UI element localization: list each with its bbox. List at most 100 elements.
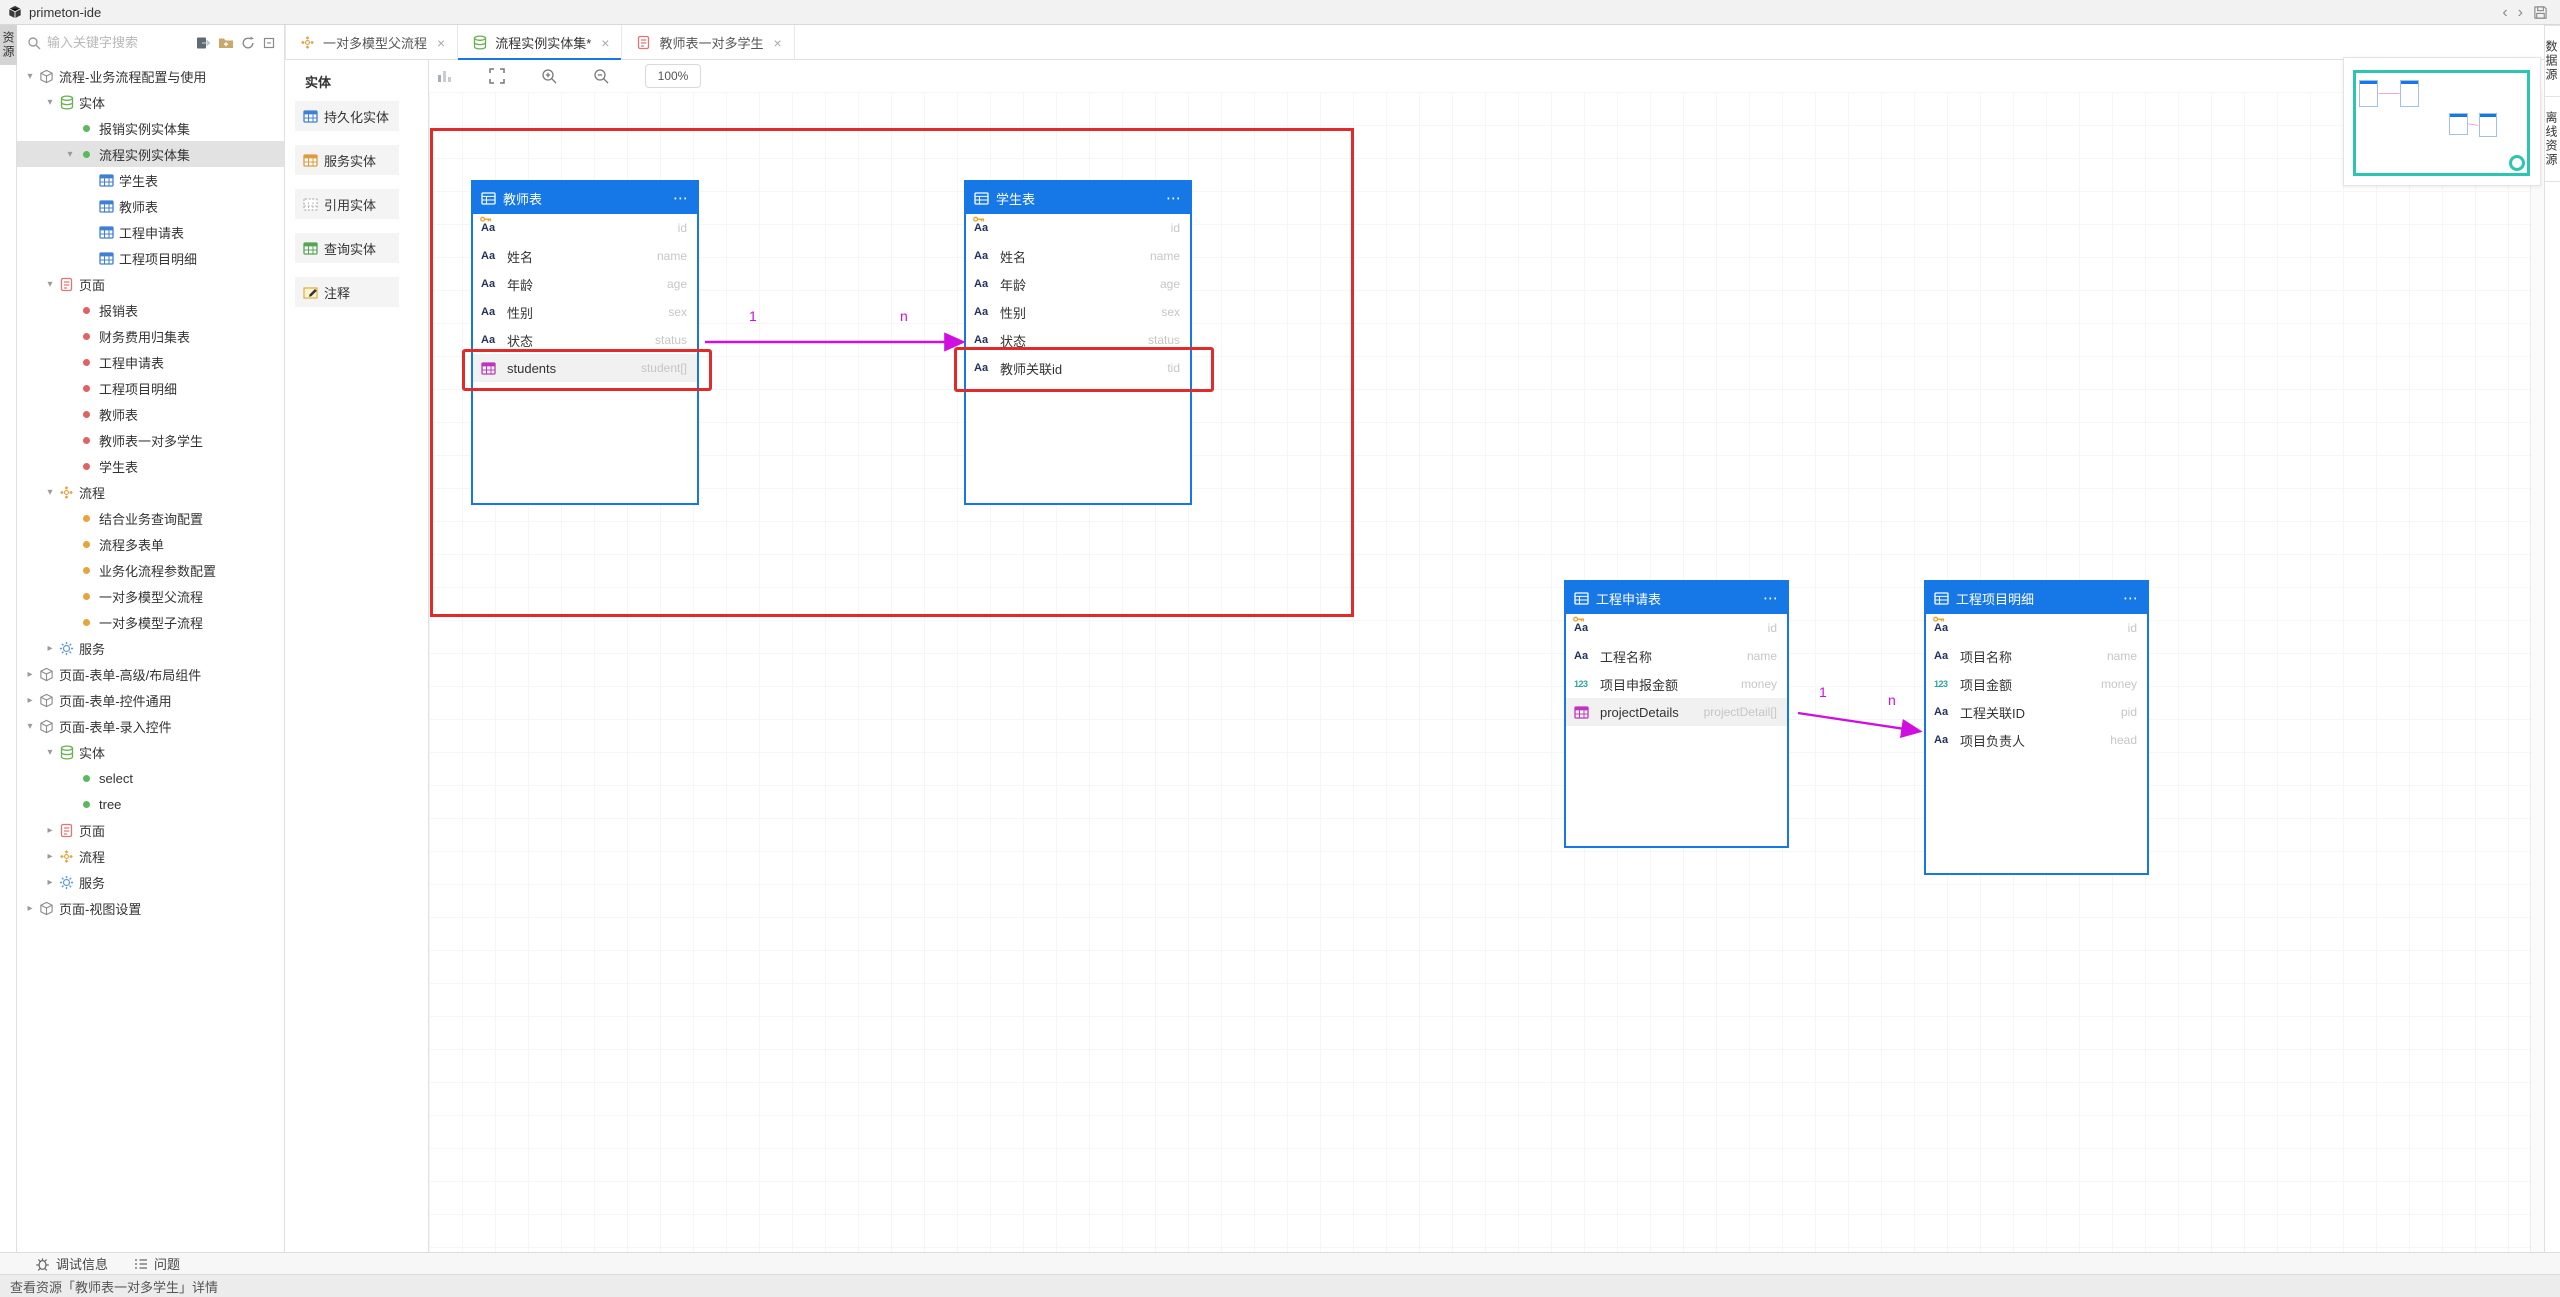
expander-closed-icon[interactable]: ▸ bbox=[47, 824, 53, 836]
tree-item[interactable]: ▸服务 bbox=[17, 869, 284, 895]
layout-chart-icon[interactable] bbox=[437, 69, 453, 83]
expander-open-icon[interactable]: ▾ bbox=[27, 70, 33, 82]
expander-open-icon[interactable]: ▾ bbox=[27, 720, 33, 732]
expander-closed-icon[interactable]: ▸ bbox=[47, 642, 53, 654]
tree-item[interactable]: ▸页面-表单-控件通用 bbox=[17, 687, 284, 713]
entity-menu-icon[interactable]: ⋯ bbox=[1763, 589, 1779, 607]
entity-menu-icon[interactable]: ⋯ bbox=[673, 189, 689, 207]
tree-item[interactable]: tree bbox=[17, 791, 284, 817]
tree-item[interactable]: 工程项目明细 bbox=[17, 375, 284, 401]
tree-item[interactable]: 教师表 bbox=[17, 193, 284, 219]
tree-item[interactable]: 工程申请表 bbox=[17, 349, 284, 375]
tree-item[interactable]: 一对多模型父流程 bbox=[17, 583, 284, 609]
editor-tab[interactable]: 流程实例实体集*× bbox=[458, 25, 623, 61]
zoom-out-icon[interactable] bbox=[593, 68, 609, 84]
tree-item[interactable]: ▾实体 bbox=[17, 89, 284, 115]
search-input[interactable] bbox=[47, 35, 190, 50]
tree-item[interactable]: ▾流程-业务流程配置与使用 bbox=[17, 63, 284, 89]
palette-item[interactable]: 注释 bbox=[295, 277, 399, 307]
tree-item[interactable]: 教师表一对多学生 bbox=[17, 427, 284, 453]
tree-item[interactable]: 流程多表单 bbox=[17, 531, 284, 557]
entity-header[interactable]: 教师表⋯ bbox=[473, 182, 697, 214]
nav-forward-icon[interactable]: › bbox=[2517, 3, 2523, 21]
minimap-panel[interactable] bbox=[2343, 57, 2541, 186]
tree-item[interactable]: 结合业务查询配置 bbox=[17, 505, 284, 531]
left-rail-tab[interactable]: 资源 bbox=[0, 25, 17, 65]
tree-item[interactable]: 学生表 bbox=[17, 167, 284, 193]
tree-item[interactable]: 财务费用归集表 bbox=[17, 323, 284, 349]
entity-header[interactable]: 学生表⋯ bbox=[966, 182, 1190, 214]
expander-closed-icon[interactable]: ▸ bbox=[27, 694, 33, 706]
import-icon[interactable] bbox=[196, 36, 211, 50]
tree-item[interactable]: 教师表 bbox=[17, 401, 284, 427]
expander-open-icon[interactable]: ▾ bbox=[67, 148, 73, 160]
expander-closed-icon[interactable]: ▸ bbox=[47, 876, 53, 888]
expander-closed-icon[interactable]: ▸ bbox=[47, 850, 53, 862]
expander-closed-icon[interactable]: ▸ bbox=[27, 668, 33, 680]
tree-item[interactable]: ▾实体 bbox=[17, 739, 284, 765]
editor-tab[interactable]: 教师表一对多学生× bbox=[622, 25, 795, 60]
right-rail-tab[interactable]: 离线资源 bbox=[2544, 97, 2560, 182]
tree-item[interactable]: ▸服务 bbox=[17, 635, 284, 661]
tree-item[interactable]: 工程项目明细 bbox=[17, 245, 284, 271]
entity-menu-icon[interactable]: ⋯ bbox=[1166, 189, 1182, 207]
expander-closed-icon[interactable]: ▸ bbox=[27, 902, 33, 914]
expander-open-icon[interactable]: ▾ bbox=[47, 486, 53, 498]
minimap-resize-handle[interactable] bbox=[2509, 155, 2525, 171]
entity-header[interactable]: 工程申请表⋯ bbox=[1566, 582, 1787, 614]
right-rail-tab[interactable]: 数据源 bbox=[2544, 25, 2560, 97]
save-icon[interactable] bbox=[2533, 5, 2548, 20]
tree-item[interactable]: ▾流程 bbox=[17, 479, 284, 505]
tree-item[interactable]: 一对多模型子流程 bbox=[17, 609, 284, 635]
palette-item[interactable]: 服务实体 bbox=[295, 145, 399, 175]
editor-tab[interactable]: 一对多模型父流程× bbox=[285, 25, 459, 60]
tree-item[interactable]: ▸页面-视图设置 bbox=[17, 895, 284, 921]
refresh-icon[interactable] bbox=[241, 35, 255, 50]
tree-item[interactable]: ▾页面 bbox=[17, 271, 284, 297]
expander-open-icon[interactable]: ▾ bbox=[47, 96, 53, 108]
zoom-in-icon[interactable] bbox=[541, 68, 557, 84]
tree-item[interactable]: 学生表 bbox=[17, 453, 284, 479]
tree-item[interactable]: ▸流程 bbox=[17, 843, 284, 869]
expander-open-icon[interactable]: ▾ bbox=[47, 746, 53, 758]
bottom-panel-item[interactable]: 问题 bbox=[134, 1254, 180, 1273]
tab-close-icon[interactable]: × bbox=[773, 34, 782, 51]
tree-item[interactable]: ▾流程实例实体集 bbox=[17, 141, 284, 167]
entity-menu-icon[interactable]: ⋯ bbox=[2123, 589, 2139, 607]
tree-item[interactable]: 工程申请表 bbox=[17, 219, 284, 245]
entity-header[interactable]: 工程项目明细⋯ bbox=[1926, 582, 2147, 614]
tree-item[interactable]: ▸页面-表单-高级/布局组件 bbox=[17, 661, 284, 687]
fit-view-icon[interactable] bbox=[489, 68, 505, 84]
zoom-level-button[interactable]: 100% bbox=[645, 64, 701, 88]
bottom-panel-item[interactable]: 调试信息 bbox=[35, 1254, 108, 1273]
nav-back-icon[interactable]: ‹ bbox=[2502, 3, 2508, 21]
tab-close-icon[interactable]: × bbox=[437, 34, 446, 51]
tree-item[interactable]: 报销表 bbox=[17, 297, 284, 323]
expander-open-icon[interactable]: ▾ bbox=[47, 278, 53, 290]
tree-item[interactable]: 报销实例实体集 bbox=[17, 115, 284, 141]
tree-item[interactable]: 业务化流程参数配置 bbox=[17, 557, 284, 583]
palette-item[interactable]: 持久化实体 bbox=[295, 101, 399, 131]
